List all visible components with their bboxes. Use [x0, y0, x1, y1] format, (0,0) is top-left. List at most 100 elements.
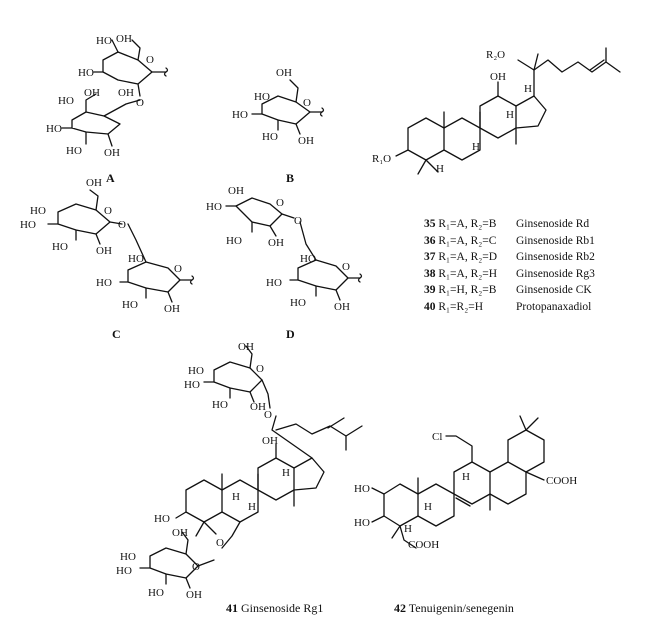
- atom-label: OH: [116, 33, 132, 45]
- atom-label: H: [248, 501, 256, 513]
- rg1-top-sugar-ring: [213, 361, 263, 393]
- legend-compound-name: Ginsenoside CK: [516, 284, 592, 297]
- sugar-b-ring: [261, 95, 311, 125]
- panel-label-b: B: [286, 171, 294, 185]
- atom-label: OH: [186, 589, 202, 601]
- atom-label: O: [342, 261, 350, 273]
- sugar-a-upper-ring: [102, 51, 153, 85]
- atom-label: COOH: [546, 475, 577, 487]
- legend-subst-text: R₁=H, R₂=B: [438, 284, 497, 297]
- atom-label: HO: [122, 299, 138, 311]
- atom-label: O: [118, 219, 126, 231]
- atom-label: HO: [206, 201, 222, 213]
- atom-label: HO: [58, 95, 74, 107]
- legend-subst-text: R₁=A, R₂=B: [438, 218, 497, 230]
- atom-label: HO: [128, 253, 144, 265]
- legend-substitution: 39 R₁=H, R₂=B: [424, 282, 516, 299]
- atom-label: HO: [96, 35, 112, 47]
- compound-legend: 35 R₁=A, R₂=B Ginsenoside Rd 36 R₁=A, R₂…: [424, 216, 654, 316]
- legend-compound-name: Ginsenoside Rd: [516, 218, 590, 230]
- sugar-a-structure: OH HO HO OH O O OH HO HO HO OH A: [46, 33, 169, 185]
- atom-label: H: [436, 163, 444, 175]
- atom-label: H: [462, 471, 470, 483]
- atom-label: H: [506, 109, 514, 121]
- sugar-b-structure: OH HO HO HO OH O B: [232, 67, 325, 185]
- atom-label: O: [192, 561, 200, 573]
- caption-42-name: Tenuigenin/senegenin: [409, 601, 514, 615]
- atom-label: O: [303, 97, 311, 109]
- rg1-bottom-sugar-ring: [149, 547, 199, 579]
- legend-number: 40: [424, 300, 436, 313]
- legend-number: 35: [424, 218, 436, 230]
- caption-41-name: Ginsenoside Rg1: [241, 601, 323, 615]
- atom-label: OH: [250, 401, 266, 413]
- atom-label: OH: [276, 67, 292, 79]
- atom-label: HO: [232, 109, 248, 121]
- atom-label: Cl: [432, 431, 442, 443]
- rg1-ring-b: [221, 479, 259, 523]
- atom-label: O: [294, 215, 302, 227]
- ten-ring-b: [417, 483, 455, 527]
- atom-label: HO: [262, 131, 278, 143]
- sugar-c-lower-ring: [127, 261, 181, 293]
- atom-label: OH: [298, 135, 314, 147]
- panel-label-a: A: [106, 171, 115, 185]
- compound-42-structure: Cl COOH HO HO COOH H H H: [354, 415, 577, 551]
- legend-row: 38 R₁=A, R₂=H Ginsenoside Rg3: [424, 266, 654, 283]
- legend-compound-name: Ginsenoside Rg3: [516, 267, 595, 280]
- legend-row: 39 R₁=H, R₂=B Ginsenoside CK: [424, 282, 654, 299]
- ten-ring-c: [453, 461, 491, 505]
- atom-label: H: [404, 523, 412, 535]
- atom-label: HO: [120, 551, 136, 563]
- atom-label: O: [146, 54, 154, 66]
- atom-label: OH: [238, 341, 254, 353]
- atom-label: O: [264, 409, 272, 421]
- atom-label: H: [232, 491, 240, 503]
- atom-label: OH: [84, 87, 100, 99]
- legend-substitution: 35 R₁=A, R₂=B: [424, 216, 516, 233]
- legend-compound-name: Ginsenoside Rb2: [516, 251, 595, 264]
- legend-substitution: 36 R₁=A, R₂=C: [424, 233, 516, 250]
- legend-subst-text: R₁=R₂=H: [438, 300, 484, 313]
- legend-substitution: 40 R₁=R₂=H: [424, 299, 516, 316]
- atom-label: OH: [228, 185, 244, 197]
- ten-ring-e: [507, 429, 545, 473]
- caption-41: 41 Ginsenoside Rg1: [226, 601, 323, 615]
- legend-subst-text: R₁=A, R₂=H: [438, 267, 498, 280]
- ring-d: [515, 95, 547, 129]
- legend-compound-name: Ginsenoside Rb1: [516, 234, 595, 247]
- legend-number: 38: [424, 267, 436, 280]
- atom-label: OH: [490, 71, 506, 83]
- legend-number: 39: [424, 284, 436, 297]
- atom-label: H: [282, 467, 290, 479]
- legend-row: 40 R₁=R₂=H Protopanaxadiol: [424, 299, 654, 316]
- atom-label: HO: [78, 67, 94, 79]
- atom-label: OH: [262, 435, 278, 447]
- caption-42: 42 Tenuigenin/senegenin: [394, 601, 514, 615]
- legend-subst-text: R₁=A, R₂=C: [438, 234, 497, 247]
- compound-41-structure: OH HO HO HO OH O O OH H H H HO O OH HO H…: [116, 341, 363, 601]
- ring-a: [407, 117, 445, 161]
- atom-label: R₁O: [372, 153, 391, 165]
- panel-label-d: D: [286, 327, 295, 341]
- atom-label: HO: [96, 277, 112, 289]
- legend-subst-text: R₁=A, R₂=D: [438, 251, 498, 264]
- atom-label: HO: [46, 123, 62, 135]
- rg1-ring-d: [293, 457, 325, 491]
- legend-number: 37: [424, 251, 436, 264]
- ten-ring-d: [489, 461, 527, 505]
- atom-label: HO: [226, 235, 242, 247]
- atom-label: HO: [254, 91, 270, 103]
- atom-label: OH: [118, 87, 134, 99]
- atom-label: HO: [20, 219, 36, 231]
- atom-label: HO: [184, 379, 200, 391]
- atom-label: HO: [66, 145, 82, 157]
- sugar-d-lower-ring: [297, 259, 349, 291]
- sugar-a-lower-ring: [71, 111, 121, 135]
- atom-label: HO: [212, 399, 228, 411]
- atom-label: HO: [300, 253, 316, 265]
- legend-compound-name: Protopanaxadiol: [516, 300, 592, 313]
- rg1-ring-c: [257, 457, 295, 501]
- atom-label: OH: [172, 527, 188, 539]
